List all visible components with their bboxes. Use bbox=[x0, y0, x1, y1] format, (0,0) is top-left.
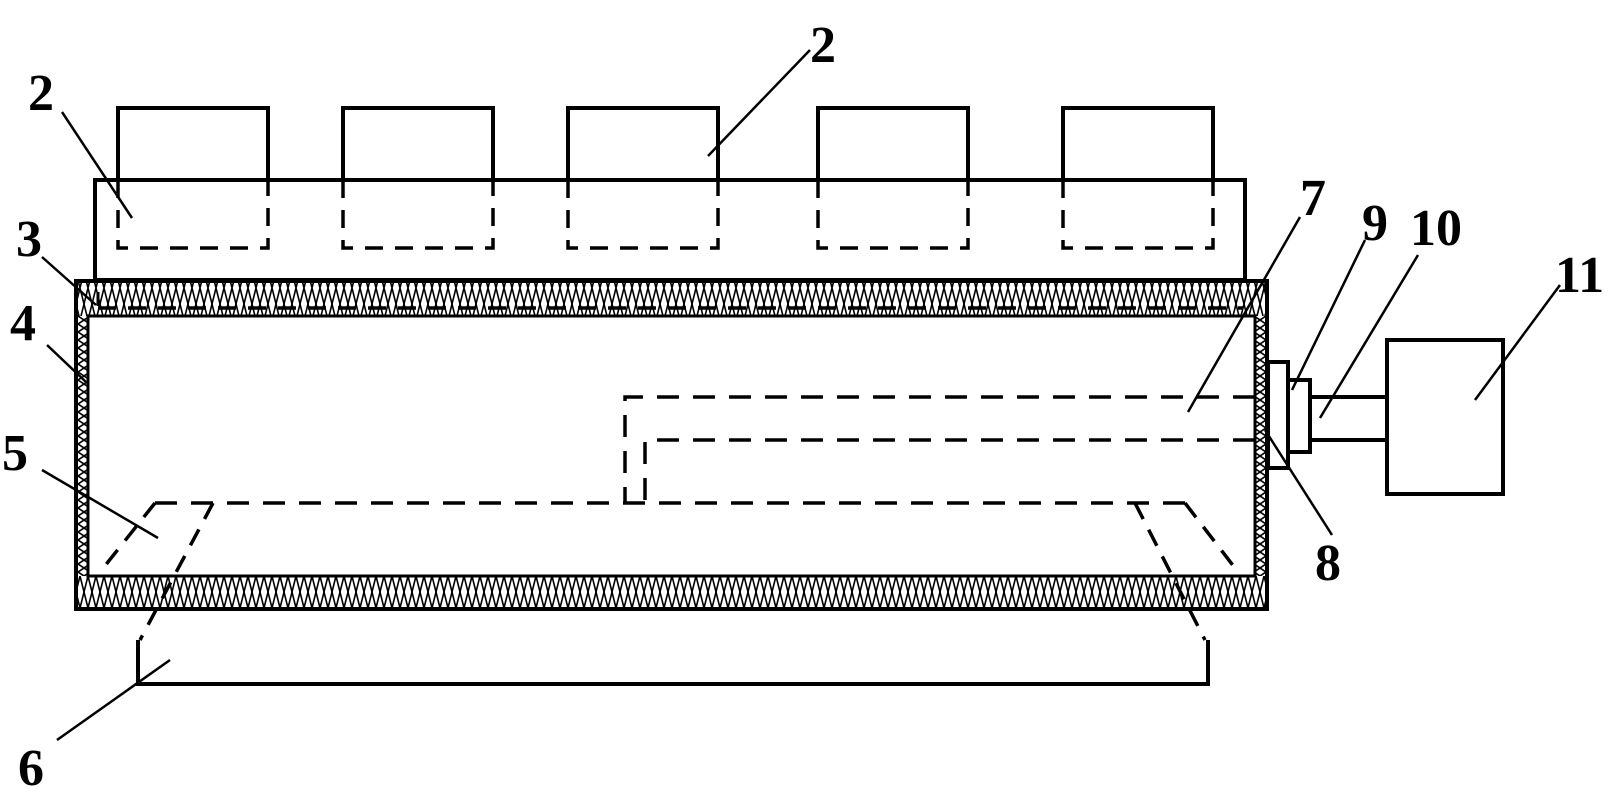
leader-5 bbox=[41, 468, 159, 540]
connector-coupling bbox=[1286, 378, 1312, 454]
top-insulation-layer bbox=[78, 281, 1266, 316]
leader-2a bbox=[60, 111, 134, 219]
label-2-left: 2 bbox=[28, 65, 54, 122]
left-insulation-wall bbox=[78, 316, 88, 576]
leader-3 bbox=[41, 256, 97, 306]
bottom-support bbox=[136, 640, 1210, 686]
leader-2b bbox=[707, 49, 811, 157]
label-3: 3 bbox=[16, 211, 42, 268]
label-10: 10 bbox=[1410, 200, 1462, 257]
label-5: 5 bbox=[2, 425, 28, 482]
label-2-top: 2 bbox=[810, 17, 836, 74]
label-6: 6 bbox=[18, 740, 44, 792]
top-block-5 bbox=[1061, 106, 1215, 250]
top-block-1 bbox=[116, 106, 270, 250]
leader-10 bbox=[1318, 254, 1420, 419]
housing bbox=[74, 279, 1269, 611]
leader-7 bbox=[1186, 216, 1302, 413]
label-11: 11 bbox=[1555, 247, 1604, 304]
label-9: 9 bbox=[1362, 195, 1388, 252]
leader-6 bbox=[56, 658, 171, 742]
leader-8 bbox=[1263, 429, 1334, 536]
drive-unit-box bbox=[1385, 338, 1505, 496]
top-block-4 bbox=[816, 106, 970, 250]
reference-numerals: 2 2 3 4 5 6 7 8 9 10 11 bbox=[2, 17, 1604, 792]
drive-shaft bbox=[1310, 395, 1387, 442]
right-insulation-wall bbox=[1255, 316, 1266, 576]
bottom-insulation-layer bbox=[78, 576, 1266, 608]
label-4: 4 bbox=[10, 295, 36, 352]
leader-9 bbox=[1290, 239, 1367, 391]
leader-11 bbox=[1473, 284, 1562, 401]
label-7: 7 bbox=[1300, 170, 1326, 227]
leader-4 bbox=[46, 344, 87, 383]
leader-lines bbox=[41, 49, 1562, 742]
top-block-2 bbox=[341, 106, 495, 250]
upper-dashed-element bbox=[96, 292, 1243, 310]
label-8: 8 bbox=[1315, 535, 1341, 592]
internal-channel bbox=[98, 395, 1255, 641]
